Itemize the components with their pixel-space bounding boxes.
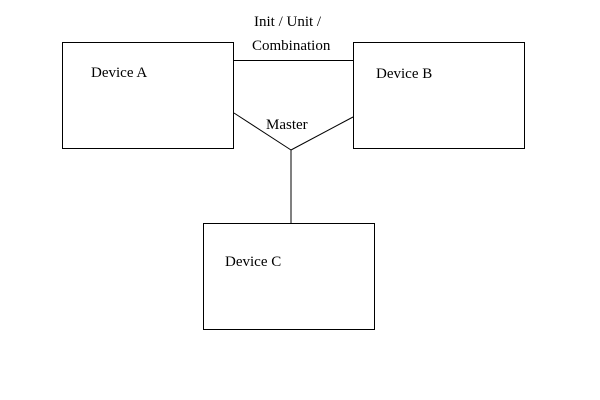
device-c-label: Device C (225, 254, 281, 270)
link-label-line2: Combination (252, 38, 331, 54)
device-a-box (62, 42, 234, 149)
device-b-node: Device B (353, 42, 525, 149)
link-b-master-line (290, 116, 354, 151)
device-c-box (203, 223, 375, 330)
device-b-label: Device B (376, 66, 432, 82)
device-c-node: Device C (203, 223, 375, 330)
link-label-line1: Init / Unit / (254, 14, 322, 30)
device-a-node: Device A (62, 42, 234, 149)
master-label: Master (266, 117, 308, 133)
device-a-label: Device A (91, 65, 147, 81)
device-b-box (353, 42, 525, 149)
link-a-master-line (233, 112, 292, 151)
